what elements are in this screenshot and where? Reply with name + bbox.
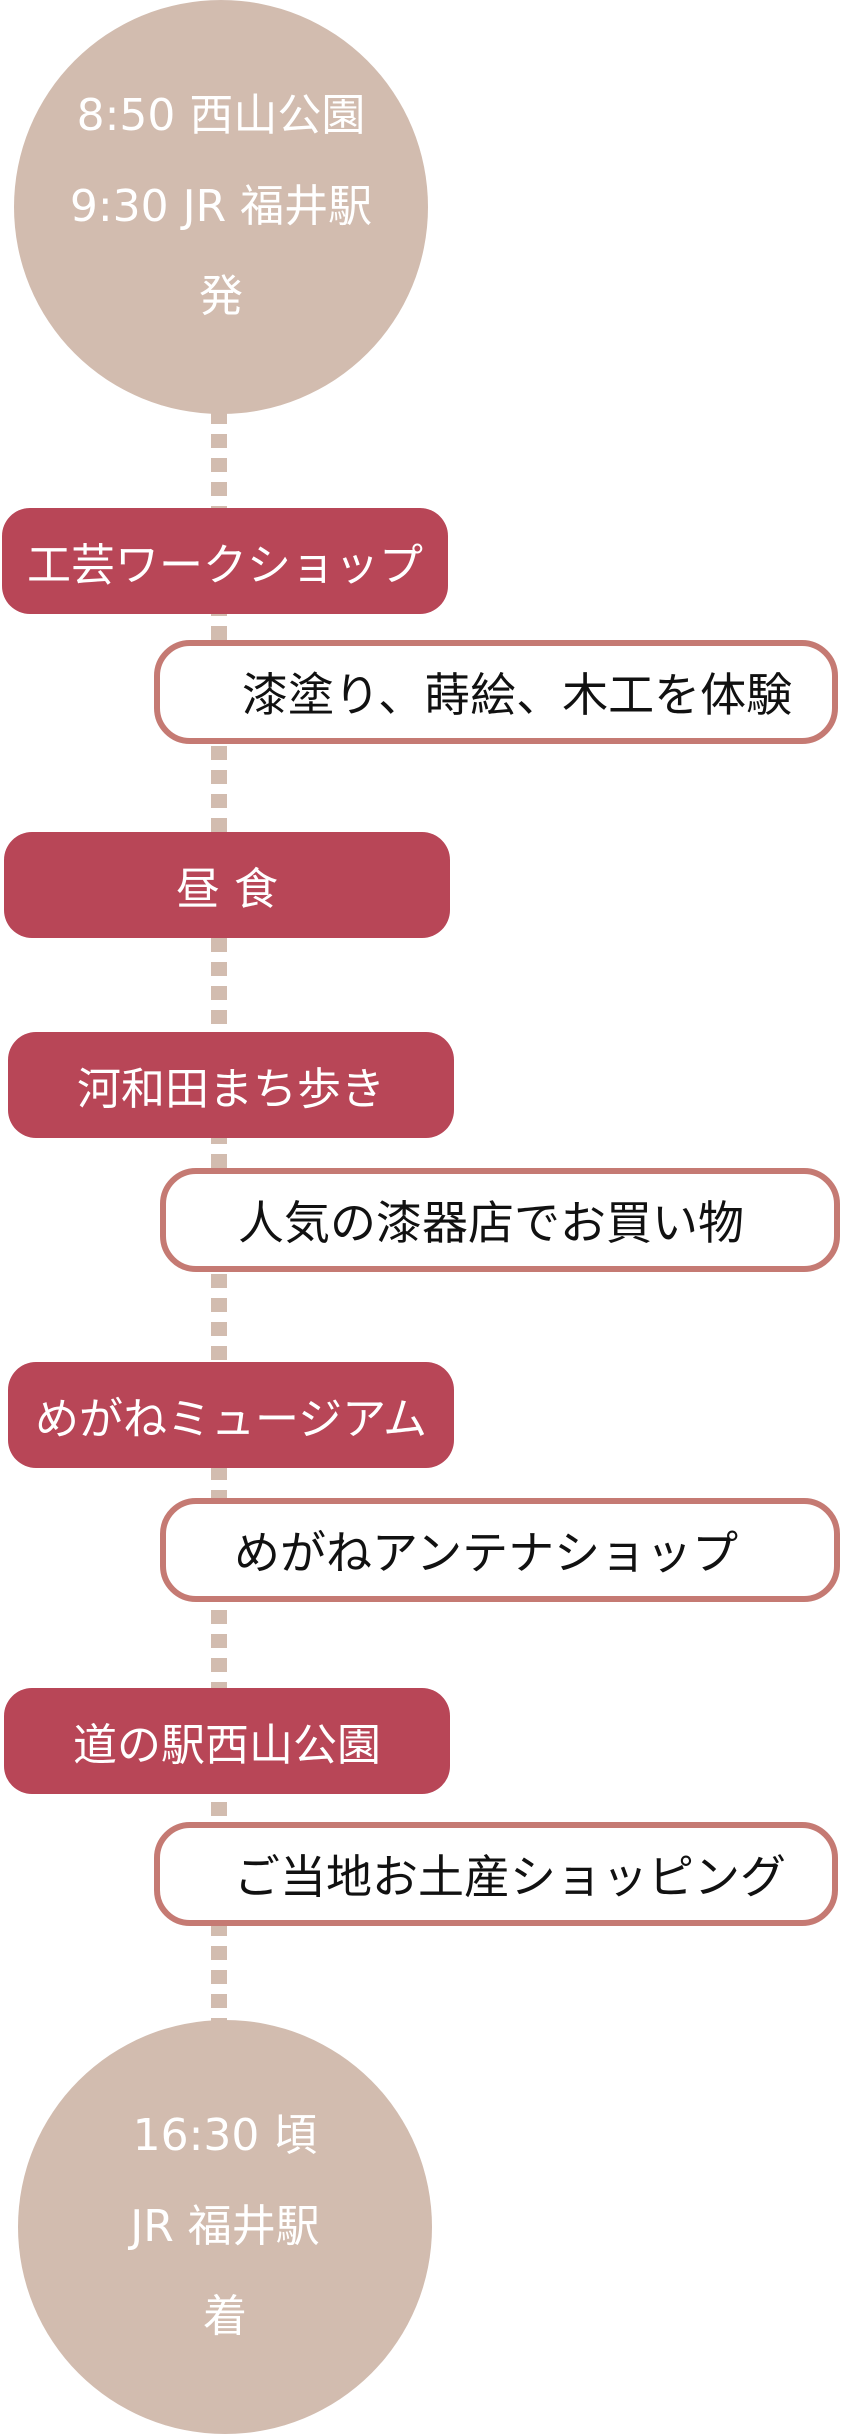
end-time: 16:30 頃	[132, 2110, 318, 2162]
step-lunch: 昼 食	[4, 832, 450, 938]
end-arrival-label: 着	[203, 2291, 247, 2343]
step-glasses-museum: めがねミュージアム	[8, 1362, 454, 1468]
end-station: JR 福井駅	[130, 2200, 320, 2252]
step-kawada-walk-detail: 人気の漆器店でお買い物	[160, 1168, 840, 1272]
step-craft-workshop: 工芸ワークショップ	[2, 508, 448, 614]
step-roadside-station: 道の駅西山公園	[4, 1688, 450, 1794]
end-circle: 16:30 頃 JR 福井駅 着	[18, 2020, 432, 2434]
step-roadside-station-detail: ご当地お土産ショッピング	[154, 1822, 838, 1926]
step-kawada-walk: 河和田まち歩き	[8, 1032, 454, 1138]
start-time-park: 8:50 西山公園	[76, 90, 366, 142]
start-time-station: 9:30 JR 福井駅	[69, 180, 373, 232]
start-departure-label: 発	[199, 271, 243, 323]
step-glasses-museum-detail: めがねアンテナショップ	[160, 1498, 840, 1602]
start-circle: 8:50 西山公園 9:30 JR 福井駅 発	[14, 0, 428, 414]
step-craft-workshop-detail: 漆塗り、蒔絵、木工を体験	[154, 640, 838, 744]
